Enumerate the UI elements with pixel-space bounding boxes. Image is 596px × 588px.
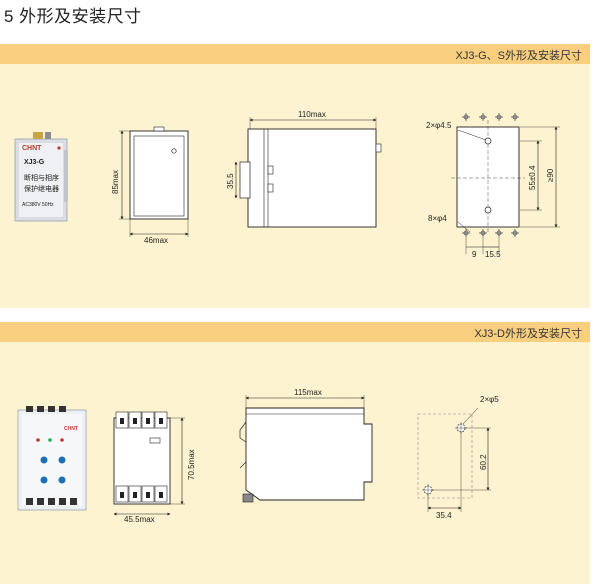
product-line2: 保护继电器 xyxy=(24,184,59,193)
mounting-view-xj3-g: 2×φ4.5 8×φ4 55±0.4 ≥90 9 15.5 xyxy=(426,113,560,259)
dim2-v1: 60.2 xyxy=(479,454,488,470)
section-xj3-gs: XJ3-G、S外形及安装尺寸 CHNT XJ3-G 断相与相序 保护继电器 AC… xyxy=(0,44,590,308)
product-photo-xj3-g: CHNT XJ3-G 断相与相序 保护继电器 AC380V 50Hz xyxy=(14,132,68,222)
dim-width: 46max xyxy=(144,236,168,245)
dim2-h1: 35.4 xyxy=(436,511,452,520)
product-photo-xj3-d: CHNT xyxy=(17,406,87,511)
page-title: 5 外形及安装尺寸 xyxy=(4,7,142,26)
dim-height: 85max xyxy=(111,170,120,194)
section-header-bar: XJ3-D外形及安装尺寸 xyxy=(0,322,590,342)
dim-rail: 35.5 xyxy=(226,173,235,189)
section-xj3-d: XJ3-D外形及安装尺寸 CHNT xyxy=(0,322,590,584)
front-view-xj3-g: 85max 46max xyxy=(111,126,189,245)
section-header-title: XJ3-D外形及安装尺寸 xyxy=(474,328,582,340)
product2-brand: CHNT xyxy=(64,426,78,432)
dim2-depth: 115max xyxy=(294,388,322,397)
dim2-holes: 2×φ5 xyxy=(480,395,499,404)
side-view-xj3-d: 115max xyxy=(239,388,373,503)
side-view-xj3-g: 110max 35.5 xyxy=(226,110,382,228)
dim-h2: 15.5 xyxy=(485,250,501,259)
product-line3: AC380V 50Hz xyxy=(22,202,54,208)
front-view-xj3-d: 45.5max 70.5max xyxy=(113,411,196,524)
section-header-bar: XJ3-G、S外形及安装尺寸 xyxy=(0,44,590,64)
dim-holes-top: 2×φ4.5 xyxy=(426,121,452,130)
dim-v2: ≥90 xyxy=(546,168,555,182)
dim-holes-bottom: 8×φ4 xyxy=(428,214,447,223)
dim2-width: 45.5max xyxy=(124,515,155,524)
dim2-height: 70.5max xyxy=(187,449,196,480)
section1-drawings: CHNT XJ3-G 断相与相序 保护继电器 AC380V 50Hz 85max… xyxy=(14,110,560,259)
dim-depth: 110max xyxy=(298,110,326,119)
dim-h1: 9 xyxy=(472,250,477,259)
mounting-view-xj3-d: 2×φ5 60.2 35.4 xyxy=(417,395,499,520)
product-brand: CHNT xyxy=(22,145,42,152)
product-model: XJ3-G xyxy=(24,159,45,166)
section-header-title: XJ3-G、S外形及安装尺寸 xyxy=(455,50,582,62)
section2-drawings: CHNT 45.5max 7 xyxy=(17,388,499,524)
product-line1: 断相与相序 xyxy=(24,173,59,182)
dim-v1: 55±0.4 xyxy=(528,165,537,190)
